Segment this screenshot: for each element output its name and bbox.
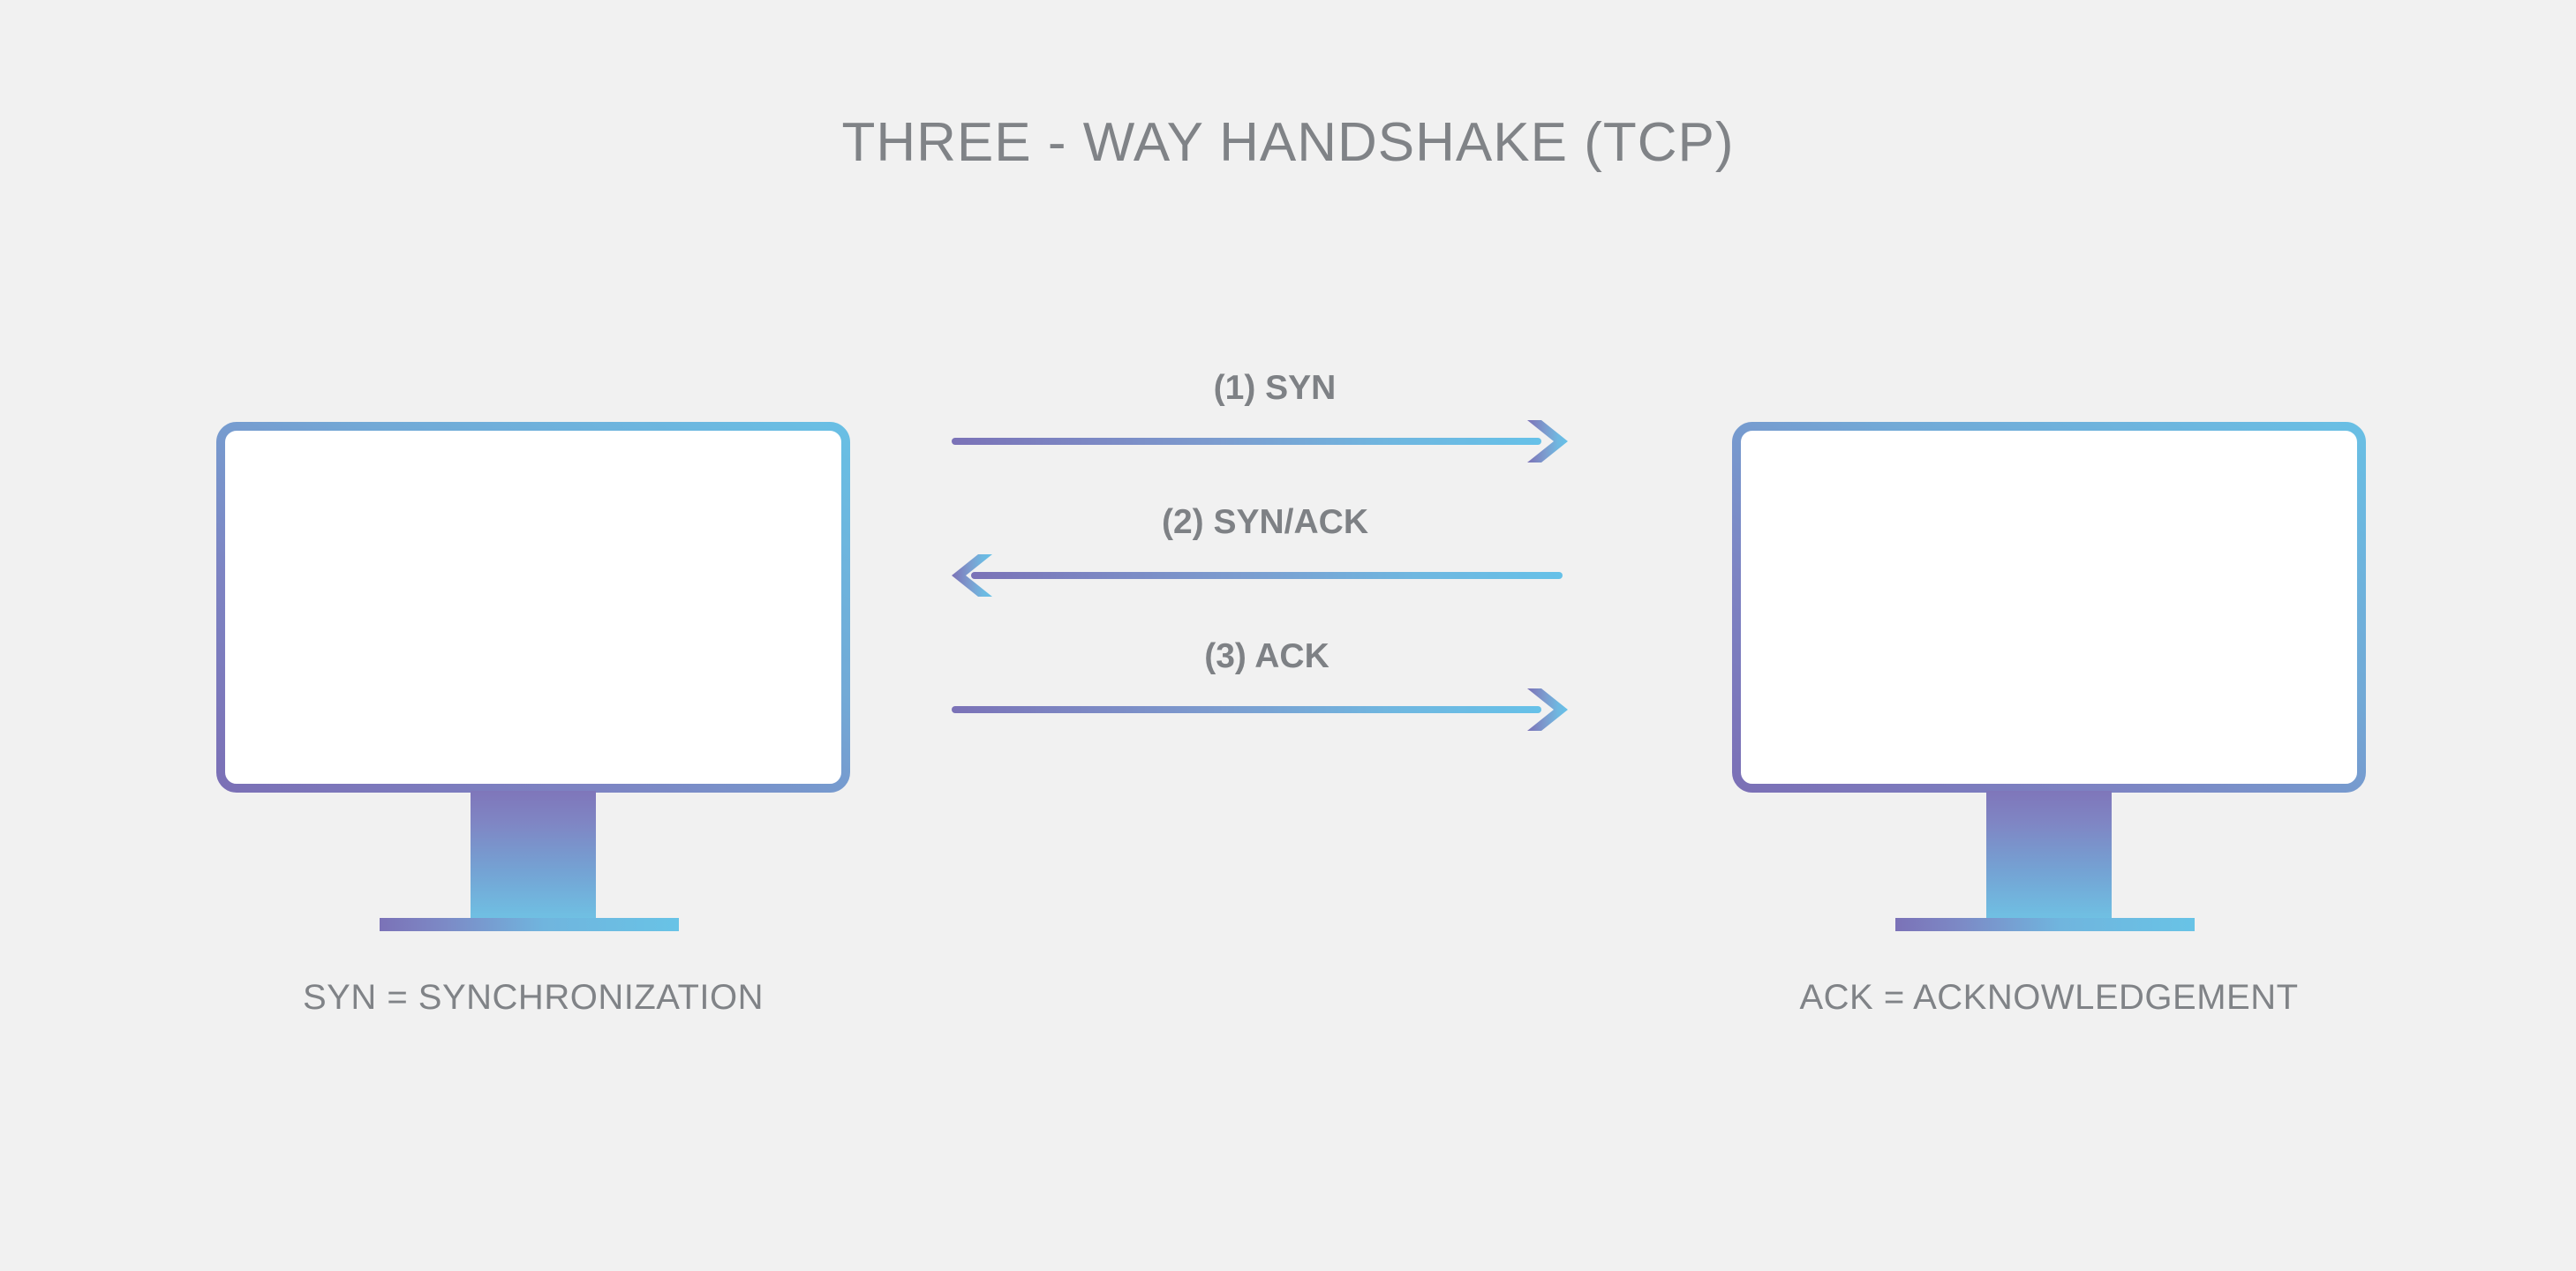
arrow-left-icon: [952, 553, 1578, 598]
page-title: THREE - WAY HANDSHAKE (TCP): [841, 112, 1735, 173]
client-caption: SYN = SYNCHRONIZATION: [302, 978, 765, 1017]
arrow-right-icon: [952, 418, 1578, 464]
message-step-2: (2) SYN/ACK: [952, 503, 1578, 600]
server-monitor-stand: [1986, 791, 2112, 921]
server-caption: ACK = ACKNOWLEDGEMENT: [1799, 978, 2299, 1017]
server-computer: ACK = ACKNOWLEDGEMENT: [1732, 422, 2366, 1017]
message-step-1: (1) SYN: [952, 369, 1578, 466]
message-2-label: (2) SYN/ACK: [1161, 503, 1369, 541]
message-step-3: (3) ACK: [952, 637, 1578, 734]
client-monitor-stand: [471, 791, 596, 921]
server-monitor-frame-icon: [1732, 422, 2366, 793]
client-monitor-base: [380, 918, 679, 931]
message-1-label: (1) SYN: [1213, 369, 1337, 407]
client-monitor-frame-icon: [216, 422, 850, 793]
arrow-right-icon: [952, 687, 1578, 733]
client-computer: SYN = SYNCHRONIZATION: [216, 422, 850, 1017]
message-3-label: (3) ACK: [1204, 637, 1329, 675]
server-monitor-base: [1895, 918, 2195, 931]
